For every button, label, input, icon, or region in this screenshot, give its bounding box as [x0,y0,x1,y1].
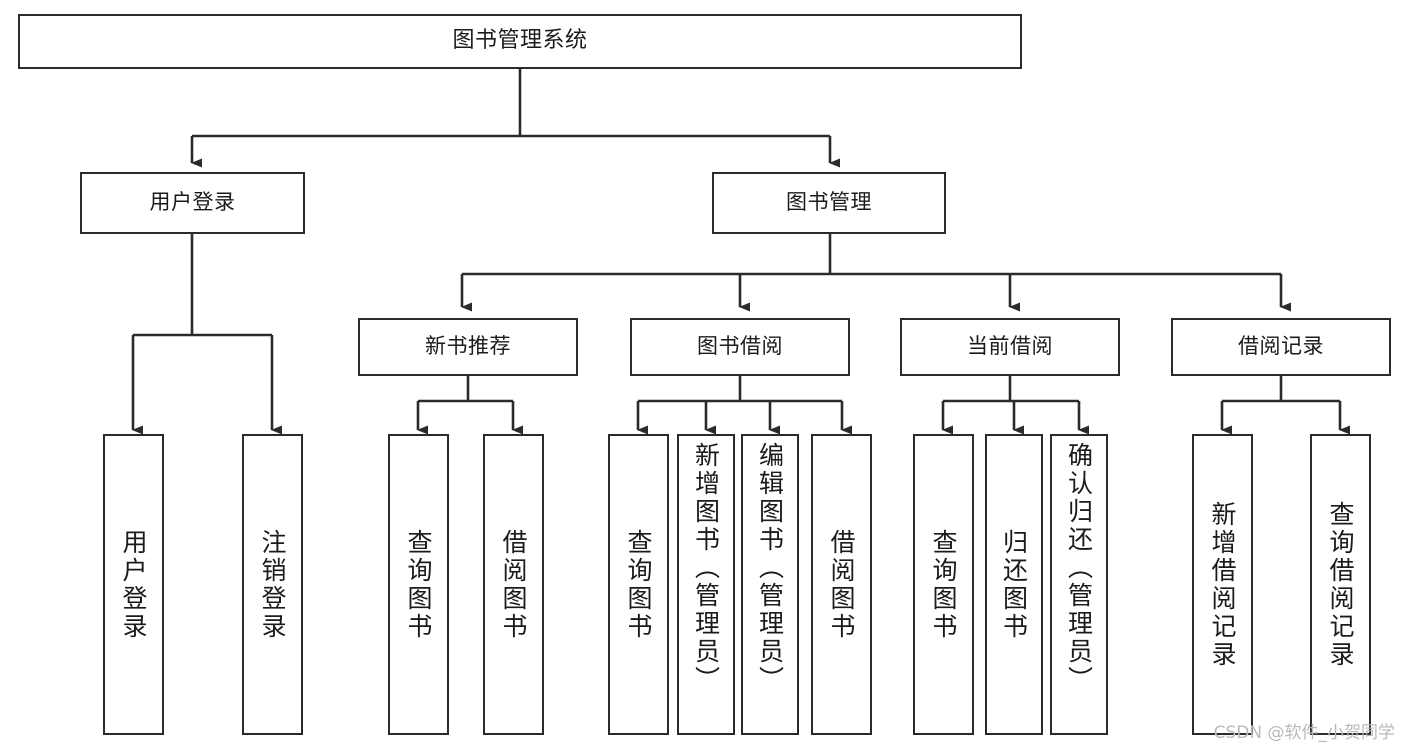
leaf-query-book-recommend[interactable]: 查询图书 [388,434,449,735]
node-borrow-record[interactable]: 借阅记录 [1171,318,1391,376]
leaf-borrow-book[interactable]: 借阅图书 [811,434,872,735]
node-label: 新书推荐 [425,334,511,359]
node-label: 查询图书 [929,528,958,641]
node-label: 用户登录 [149,190,236,215]
node-label: 查询图书 [404,528,433,641]
leaf-add-borrow-record[interactable]: 新增借阅记录 [1192,434,1253,735]
node-label: 图书借阅 [697,334,783,359]
leaf-query-borrow-record[interactable]: 查询借阅记录 [1310,434,1371,735]
node-label: 查询图书 [624,528,653,641]
node-label: 确认归还（管理员） [1064,442,1094,694]
leaf-add-book-admin[interactable]: 新增图书（管理员） [677,434,735,735]
node-label: 借阅图书 [499,528,528,641]
node-label: 用户登录 [119,528,148,641]
leaf-query-book-borrow[interactable]: 查询图书 [608,434,669,735]
node-book-borrow[interactable]: 图书借阅 [630,318,850,376]
node-label: 编辑图书（管理员） [755,442,785,694]
leaf-query-book-current[interactable]: 查询图书 [913,434,974,735]
node-label: 注销登录 [258,528,287,641]
leaf-confirm-return-admin[interactable]: 确认归还（管理员） [1050,434,1108,735]
node-label: 图书管理系统 [452,28,588,54]
node-label: 新增借阅记录 [1208,500,1237,669]
node-label: 图书管理 [786,190,872,215]
node-label: 当前借阅 [967,334,1053,359]
node-label: 查询借阅记录 [1326,500,1355,669]
node-label: 新增图书（管理员） [691,442,721,694]
leaf-edit-book-admin[interactable]: 编辑图书（管理员） [741,434,799,735]
leaf-return-book[interactable]: 归还图书 [985,434,1043,735]
node-current-borrow[interactable]: 当前借阅 [900,318,1120,376]
node-root-book-management-system[interactable]: 图书管理系统 [18,14,1022,69]
leaf-logout-login[interactable]: 注销登录 [242,434,303,735]
node-new-book-recommendation[interactable]: 新书推荐 [358,318,578,376]
node-label: 归还图书 [999,528,1029,641]
leaf-borrow-book-recommend[interactable]: 借阅图书 [483,434,544,735]
node-label: 借阅图书 [827,528,856,641]
leaf-user-login[interactable]: 用户登录 [103,434,164,735]
node-label: 借阅记录 [1238,334,1324,359]
csdn-watermark: CSDN @软件_小贺同学 [1213,723,1395,743]
node-book-management[interactable]: 图书管理 [712,172,946,234]
node-user-login[interactable]: 用户登录 [80,172,305,234]
